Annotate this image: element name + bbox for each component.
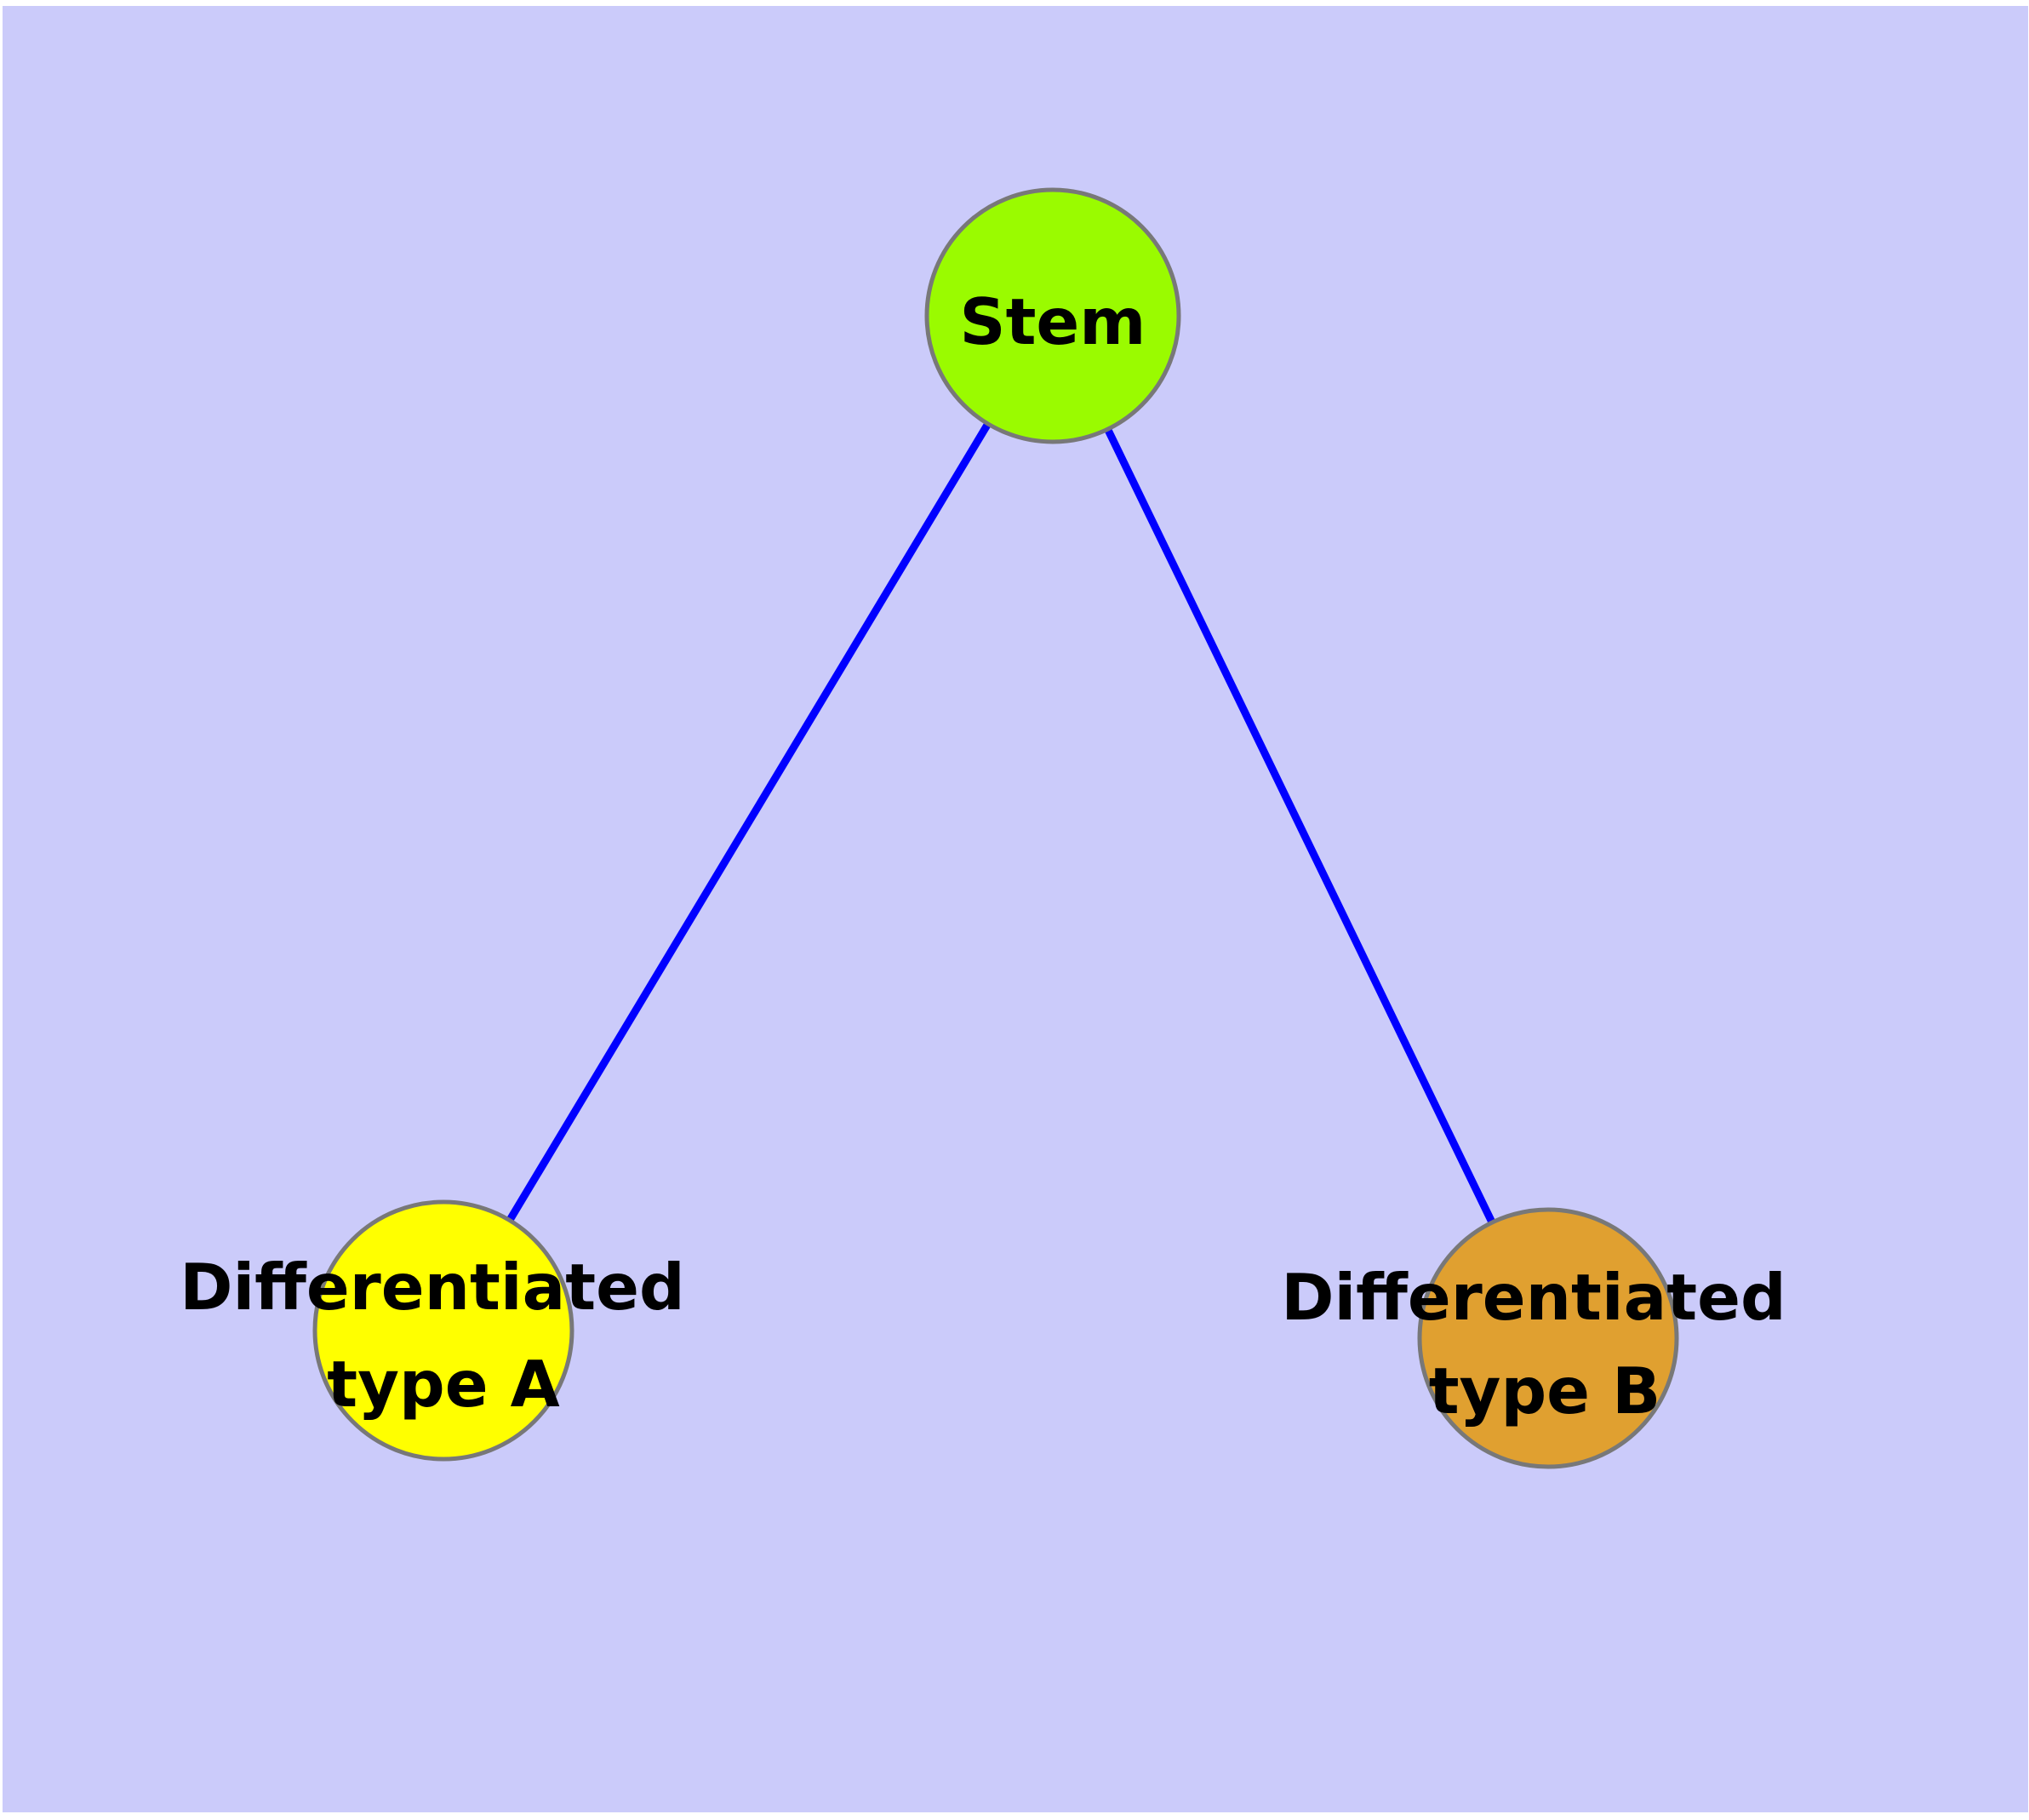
label-type-a-line1: Differentiated [180,1250,684,1325]
node-differentiated-type-a [312,1199,574,1462]
label-type-b-line2: type B [1429,1354,1661,1428]
edges [440,313,1552,1340]
label-stem: Stem [960,284,1146,359]
node-stem [924,187,1181,444]
edge-stem-to-type-b [1049,314,1552,1340]
label-differentiated-type-a: Differentiated type A [180,1250,707,1422]
label-type-a-line2: type A [327,1347,559,1422]
edge-stem-to-type-a [440,313,1056,1333]
label-differentiated-type-b: Differentiated type B [1281,1260,1809,1428]
node-differentiated-type-b [1417,1207,1679,1469]
nodes [312,187,1679,1469]
node-labels: Stem Differentiated type A Differentiate… [180,284,1809,1428]
label-type-b-line1: Differentiated [1281,1260,1786,1335]
